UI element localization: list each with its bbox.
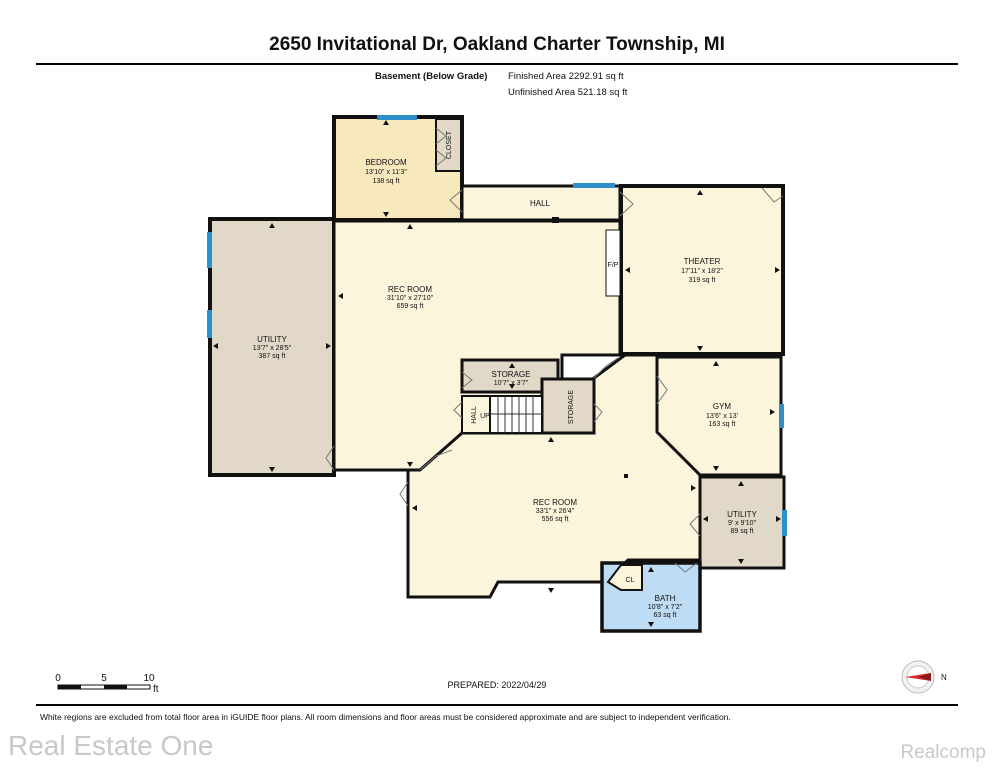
utility-right-dims: 9' x 9'10": [728, 520, 757, 527]
plan-title: 2650 Invitational Dr, Oakland Charter To…: [269, 34, 725, 55]
column: [552, 217, 559, 223]
windows: [207, 115, 787, 536]
fp-label: F/P: [608, 262, 619, 269]
scale-unit: ft: [153, 684, 159, 695]
rec-room-1-area: 659 sq ft: [397, 303, 424, 310]
footer-divider: [36, 704, 958, 706]
compass-label: N: [941, 673, 947, 682]
utility-left-room: [208, 217, 336, 477]
gym-area: 163 sq ft: [709, 421, 736, 428]
theater-name: THEATER: [684, 257, 721, 266]
level-label: Basement (Below Grade): [375, 71, 488, 82]
gym-dims: 13'6" x 13': [706, 413, 738, 420]
finished-area: Finished Area 2292.91 sq ft: [508, 71, 624, 82]
prepared-date: PREPARED: 2022/04/29: [447, 680, 547, 690]
theater-dims: 17'11" x 18'2": [681, 268, 723, 275]
closet-name: CLOSET: [446, 130, 453, 159]
room-labels: BEDROOM 13'10" x 11'3" 138 sq ft CLOSET …: [253, 130, 758, 619]
fireplace: [605, 229, 621, 297]
scale-label-0: 0: [55, 673, 61, 684]
cl-room: [606, 564, 643, 591]
watermark-real-estate-one: Real Estate One: [8, 730, 214, 761]
utility-right-area: 89 sq ft: [731, 528, 754, 535]
bath-dims: 10'8" x 7'2": [648, 604, 683, 611]
gym-name: GYM: [713, 402, 732, 411]
bedroom-dims: 13'10" x 11'3": [365, 169, 407, 176]
rec-room-1-name: REC ROOM: [388, 285, 432, 294]
storage-1-dims: 10'7" x 3'7": [494, 380, 529, 387]
storage-1-room: [460, 358, 560, 394]
utility-left-name: UTILITY: [257, 335, 287, 344]
gym-room: [655, 355, 783, 477]
storage-2-room: [540, 377, 596, 435]
bath-area: 63 sq ft: [654, 612, 677, 619]
unfinished-area: Unfinished Area 521.18 sq ft: [508, 87, 628, 98]
rec-room-2-dims: 33'1" x 26'4": [536, 508, 575, 515]
bedroom-name: BEDROOM: [365, 158, 407, 167]
storage-2-name: STORAGE: [568, 390, 575, 424]
theater-room: [619, 184, 785, 356]
theater-area: 319 sq ft: [689, 277, 716, 284]
storage-1-name: STORAGE: [492, 370, 531, 379]
disclaimer-text: White regions are excluded from total fl…: [40, 712, 731, 722]
cl-name: CL: [626, 577, 635, 584]
scale-label-10: 10: [143, 673, 155, 684]
scale-bar: 0 5 10 ft: [55, 673, 159, 695]
stairs-label: UP: [480, 413, 490, 420]
utility-left-area: 387 sq ft: [259, 353, 286, 360]
scale-label-5: 5: [101, 673, 107, 684]
rec-room-2-name: REC ROOM: [533, 498, 577, 507]
rec-room-2-area: 556 sq ft: [542, 516, 569, 523]
bedroom-area: 138 sq ft: [373, 178, 400, 185]
hall-top-name: HALL: [530, 199, 551, 208]
door-swings: [325, 127, 784, 573]
hall-stairs-name: HALL: [471, 406, 478, 424]
closet-room: [435, 118, 462, 172]
rec-room-1-dims: 31'10" x 27'10": [387, 295, 434, 302]
dimension-markers: [213, 120, 781, 627]
bath-name: BATH: [655, 594, 676, 603]
column-2: [624, 474, 628, 478]
utility-left-dims: 13'7" x 28'5": [253, 345, 292, 352]
utility-right-room: [698, 475, 786, 570]
utility-right-name: UTILITY: [727, 510, 757, 519]
compass-icon: N: [901, 660, 947, 694]
stair-treads: [490, 396, 542, 433]
title-divider: [36, 63, 958, 65]
watermark-realcomp: Realcomp: [900, 742, 986, 763]
